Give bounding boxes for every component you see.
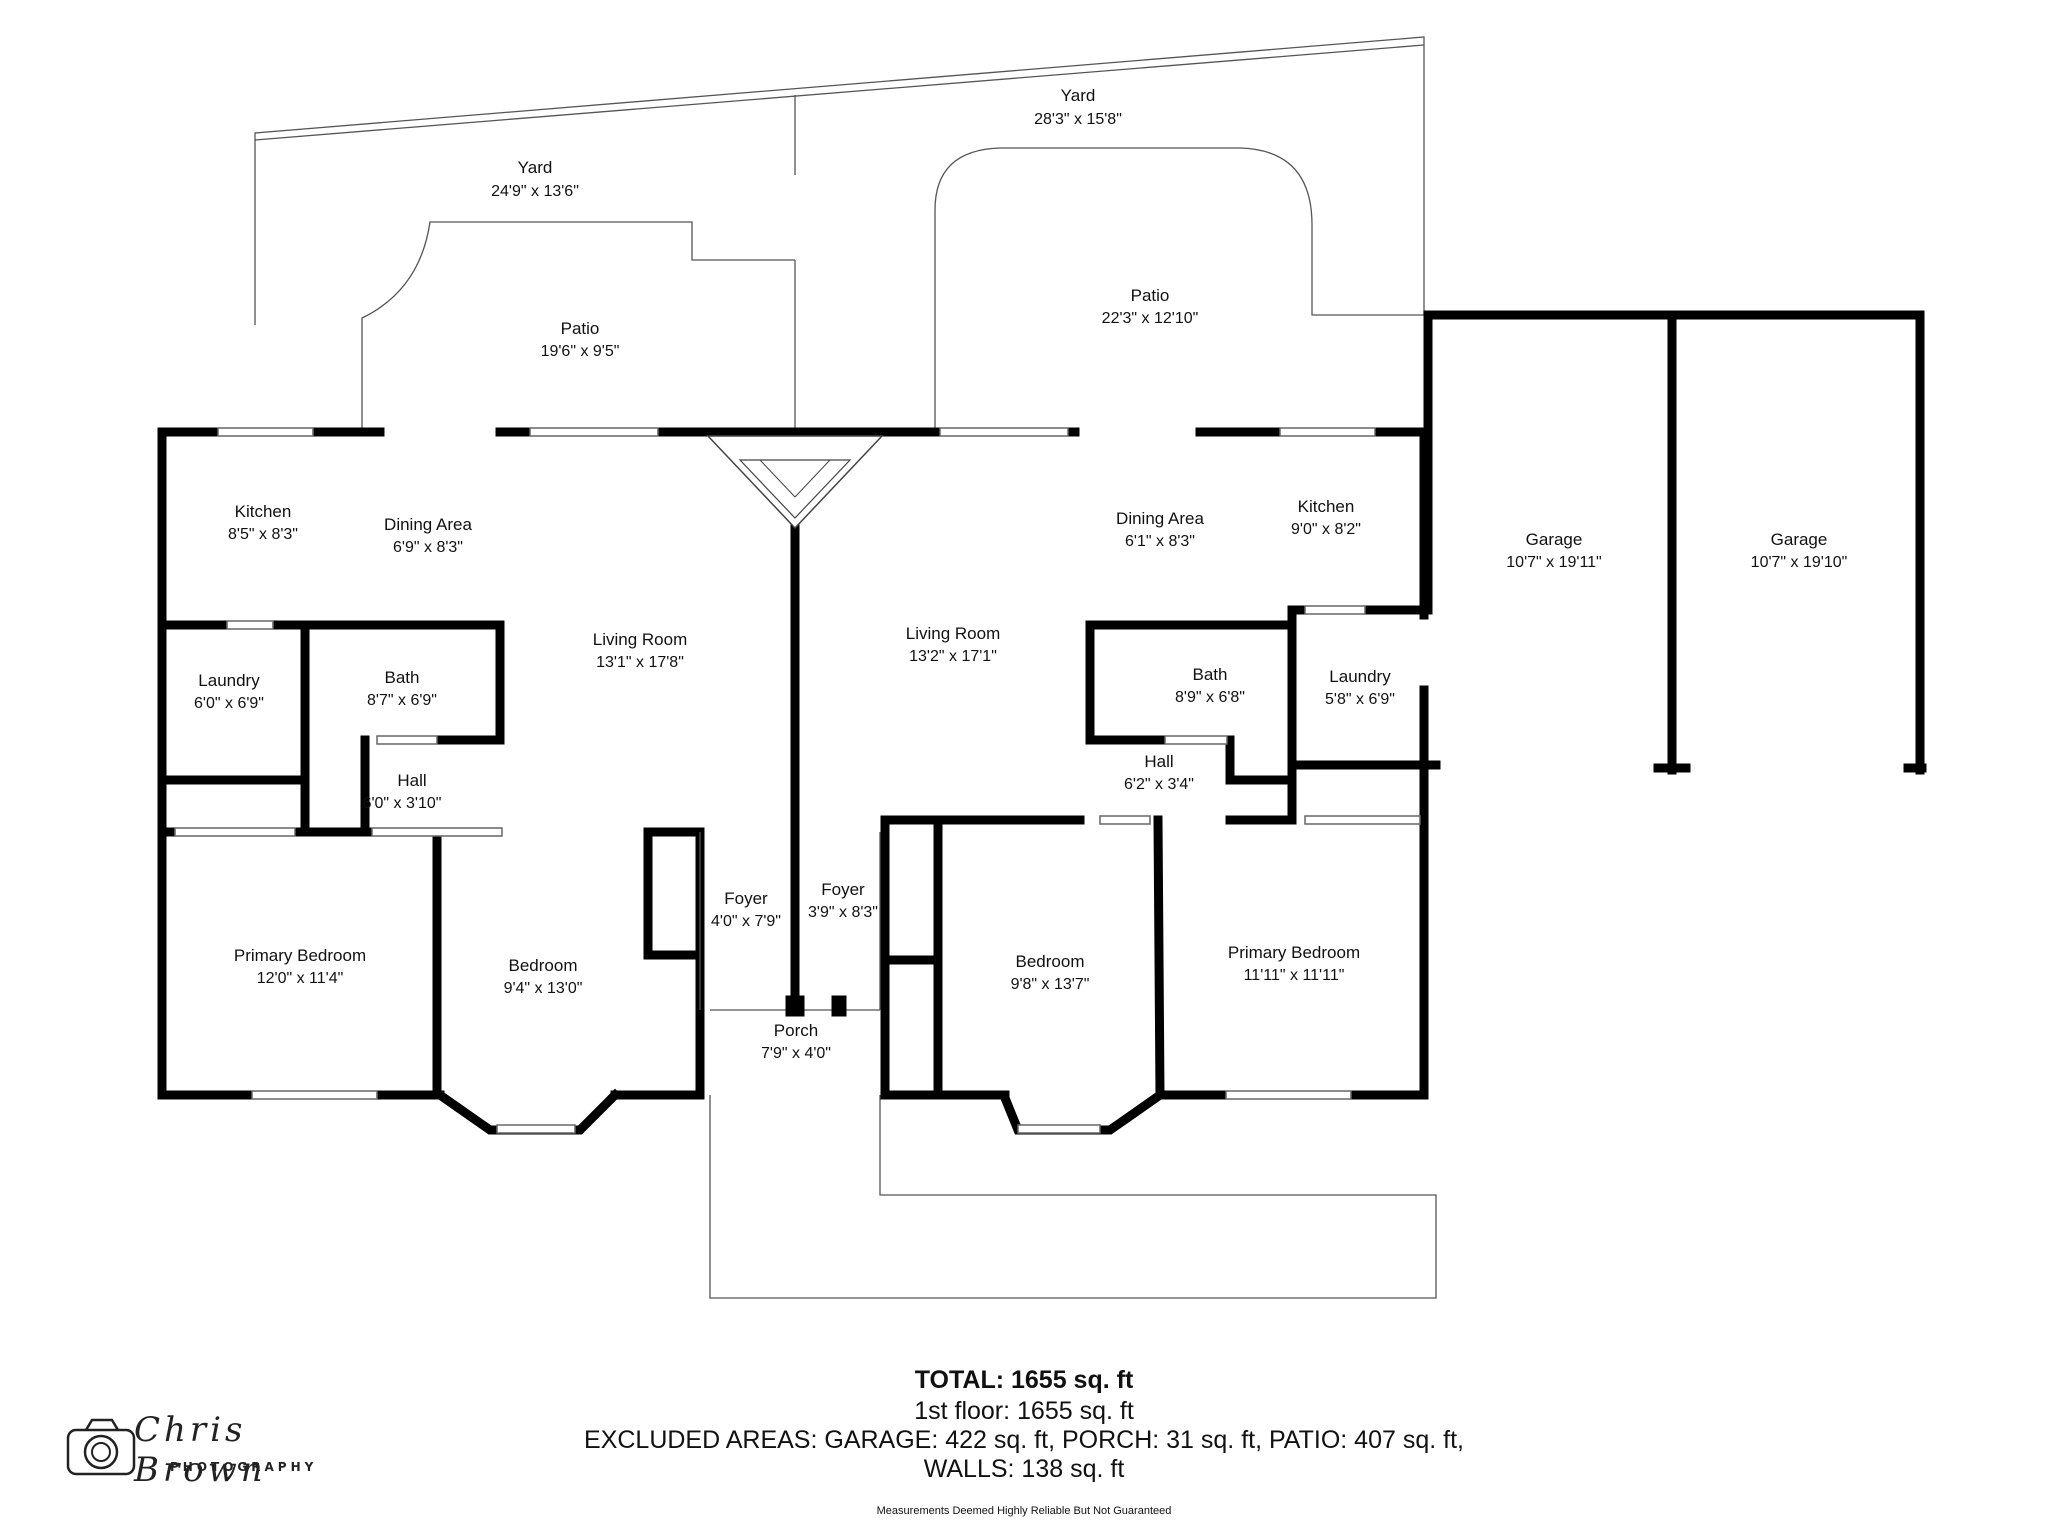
laundry-right-label: Laundry [1329,667,1391,686]
living-left-label: Living Room [593,630,688,649]
laundry-right-dims: 5'8" x 6'9" [1325,691,1395,708]
garage-left-dims: 10'7" x 19'11" [1506,554,1601,571]
foyer-right-dims: 3'9" x 8'3" [808,904,878,921]
disclaimer: Measurements Deemed Highly Reliable But … [876,1505,1172,1517]
kitchen-right-dims: 9'0" x 8'2" [1291,521,1361,538]
total-area: TOTAL: 1655 sq. ft [914,1366,1134,1394]
foyer-left-label: Foyer [724,889,768,908]
yard-right-dims: 28'3" x 15'8" [1034,111,1122,128]
yard-right-label: Yard [1061,86,1096,105]
kitchen-left-dims: 8'5" x 8'3" [228,526,298,543]
bath-left-label: Bath [385,668,420,687]
patio-left-label: Patio [561,319,600,338]
patio-outline [361,147,1424,432]
laundry-left-dims: 6'0" x 6'9" [194,695,264,712]
walls-area: WALLS: 138 sq. ft [923,1455,1125,1483]
yard-left-label: Yard [518,158,553,177]
dining-left-dims: 6'9" x 8'3" [393,539,463,556]
patio-right-dims: 22'3" x 12'10" [1102,310,1199,327]
yard-outline [254,36,1425,432]
bath-right-dims: 8'9" x 6'8" [1175,689,1245,706]
dining-right-dims: 6'1" x 8'3" [1125,533,1195,550]
kitchen-left-label: Kitchen [235,502,292,521]
dining-left-label: Dining Area [384,515,472,534]
kitchen-right-label: Kitchen [1298,497,1355,516]
porch-dims: 7'9" x 4'0" [761,1045,831,1062]
fireplace [706,435,884,530]
primary-bedroom-left-dims: 12'0" x 11'4" [257,970,344,987]
primary-bedroom-left-label: Primary Bedroom [234,946,366,965]
bay-window-right [933,1088,1167,1135]
hall-right-dims: 6'2" x 3'4" [1124,776,1194,793]
porch-label: Porch [774,1021,818,1040]
bedroom-right-dims: 9'8" x 13'7" [1011,976,1090,993]
photographer-logo: Chris Brown PHOTOGRAPHY [62,1408,352,1490]
hall-left-label: Hall [397,771,426,790]
bedroom-left-label: Bedroom [509,956,578,975]
garage-right-label: Garage [1771,530,1828,549]
patio-right-label: Patio [1131,286,1170,305]
first-floor-area: 1st floor: 1655 sq. ft [914,1397,1134,1425]
laundry-left-label: Laundry [198,671,260,690]
hall-right-label: Hall [1144,752,1173,771]
yard-left-dims: 24'9" x 13'6" [491,183,579,200]
windows [174,427,1421,1100]
hall-left-dims: 6'0" x 3'10" [363,795,442,812]
living-right-dims: 13'2" x 17'1" [909,648,997,665]
foyer-right-label: Foyer [821,880,865,899]
walkway-outline [709,1095,1437,1299]
excluded-areas: EXCLUDED AREAS: GARAGE: 422 sq. ft, PORC… [584,1426,1464,1454]
foyer-left-dims: 4'0" x 7'9" [711,913,781,930]
room-labels: Yard 24'9" x 13'6" Yard 28'3" x 15'8" Pa… [194,86,1847,1062]
garage-right-dims: 10'7" x 19'10" [1751,554,1848,571]
bedroom-right-label: Bedroom [1016,952,1085,971]
camera-icon [66,1418,136,1476]
bay-window-left [433,1088,622,1135]
dining-right-label: Dining Area [1116,509,1204,528]
bedroom-left-dims: 9'4" x 13'0" [504,980,583,997]
logo-subtitle: PHOTOGRAPHY [170,1460,318,1474]
primary-bedroom-right-label: Primary Bedroom [1228,943,1360,962]
living-left-dims: 13'1" x 17'8" [596,654,684,671]
logo-script: Chris Brown [134,1410,267,1490]
bath-left-dims: 8'7" x 6'9" [367,692,437,709]
garage-left-label: Garage [1526,530,1583,549]
bath-right-label: Bath [1193,665,1228,684]
patio-left-dims: 19'6" x 9'5" [541,343,620,360]
door-openings [226,605,1366,1011]
primary-bedroom-right-dims: 11'11" x 11'11" [1244,967,1345,984]
living-right-label: Living Room [906,624,1001,643]
